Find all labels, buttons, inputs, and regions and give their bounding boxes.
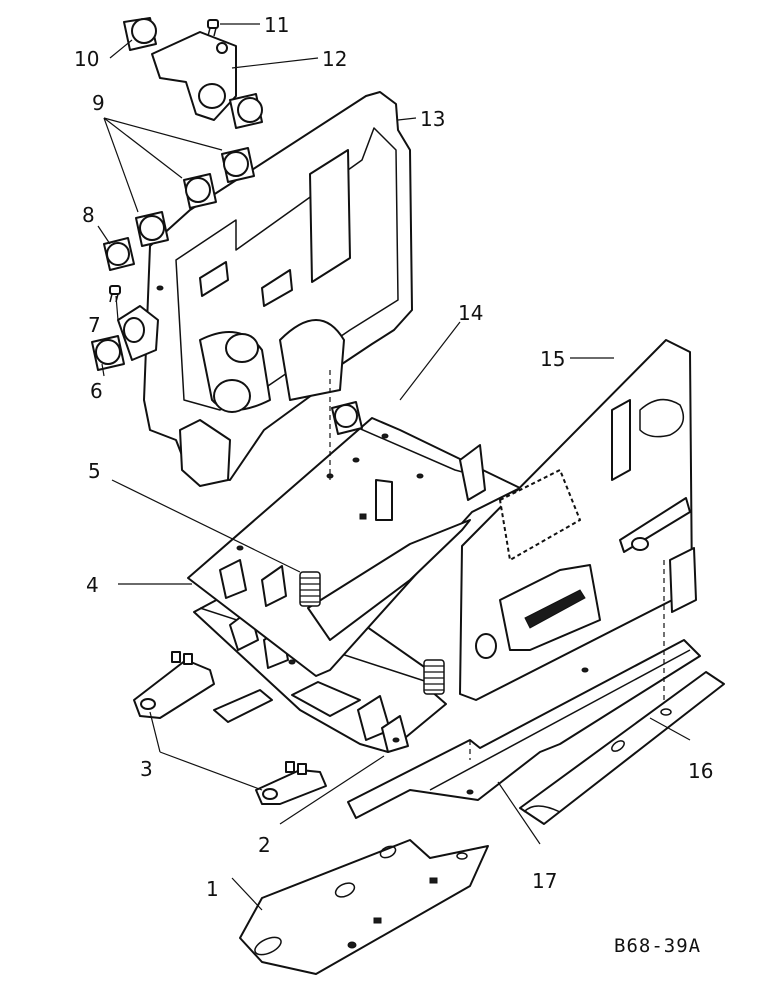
part-9-bushing-a: [229, 93, 263, 129]
screws: [109, 19, 219, 303]
callout-6: 6: [90, 379, 103, 403]
callout-11: 11: [264, 13, 289, 37]
part-6-bushing: [91, 335, 125, 371]
callout-labels: 1 2 3 4 5 6 7 8 9 10 11 12 13 14 15 16 1…: [74, 13, 713, 901]
callout-3: 3: [140, 757, 153, 781]
part-17-base-plate: [347, 639, 701, 819]
reference-code: B68-39A: [614, 935, 701, 957]
part-9-bushing-d: [135, 211, 169, 247]
part-13-housing: [117, 91, 413, 487]
callout-5: 5: [88, 459, 101, 483]
part-7-screw: [109, 285, 121, 303]
callout-4: 4: [86, 573, 99, 597]
part-14-bushing: [331, 401, 363, 435]
bushings: [91, 17, 363, 435]
part-12-bracket: [151, 31, 237, 121]
part-1-bottom-plate: [239, 839, 489, 975]
callout-15: 15: [540, 347, 565, 371]
part-11-screw: [207, 19, 219, 37]
part-16-bar: [519, 671, 725, 825]
part-8-bushing: [103, 237, 135, 271]
part-5-springs: [299, 571, 445, 695]
callout-9: 9: [92, 91, 105, 115]
part-3-arms: [133, 651, 327, 805]
callout-8: 8: [82, 203, 95, 227]
callout-16: 16: [688, 759, 713, 783]
callout-10: 10: [74, 47, 99, 71]
callout-13: 13: [420, 107, 445, 131]
callout-7: 7: [88, 313, 101, 337]
part-15-upright-plate: [459, 339, 697, 701]
callout-17: 17: [532, 869, 557, 893]
part-4-main-base: [187, 417, 521, 677]
part-9-bushing-b: [221, 147, 255, 183]
alignment-lines: [329, 370, 665, 760]
part-9-bushing-c: [183, 173, 217, 209]
callout-2: 2: [258, 833, 271, 857]
callout-14: 14: [458, 301, 483, 325]
callout-12: 12: [322, 47, 347, 71]
leader-lines: [97, 23, 691, 911]
callout-1: 1: [206, 877, 219, 901]
part-10-bushing: [123, 17, 157, 51]
